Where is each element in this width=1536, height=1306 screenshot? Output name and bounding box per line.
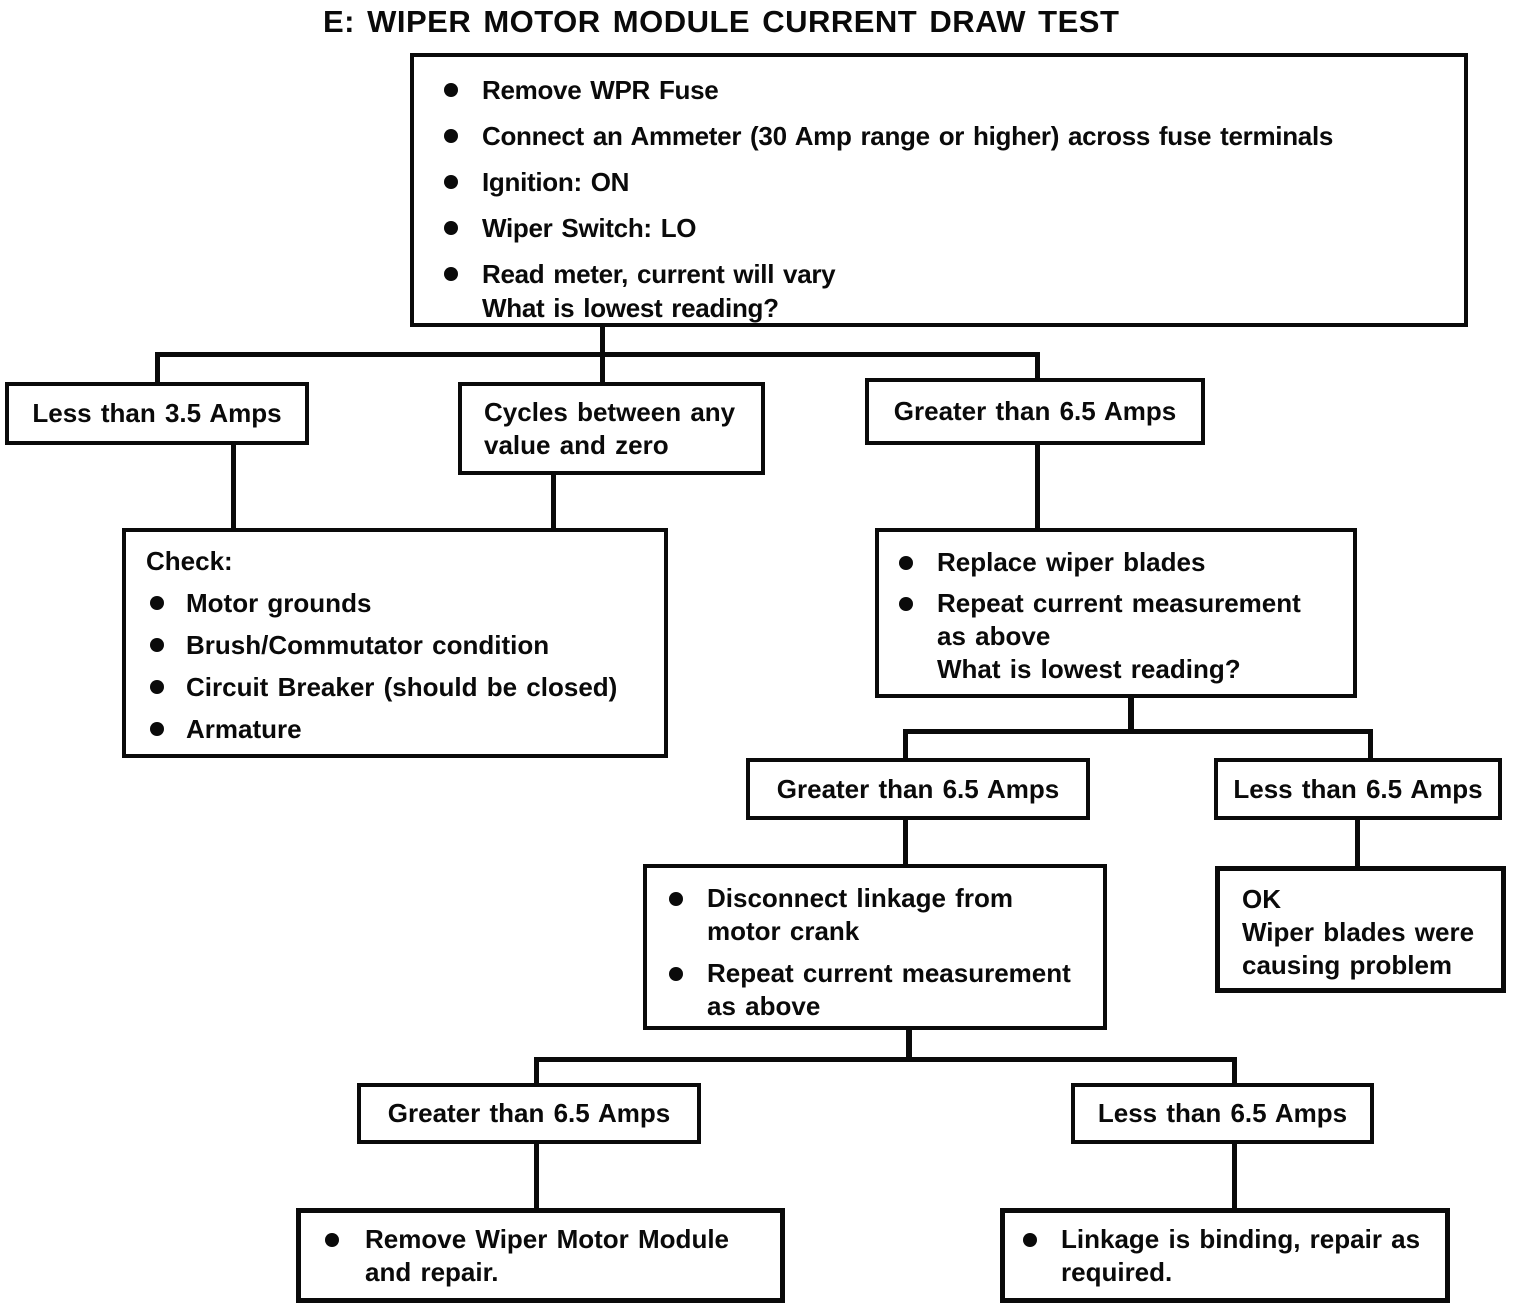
node-linkage-binding: Linkage is binding, repair as required. bbox=[1000, 1208, 1450, 1303]
connector-branch3-horizontal bbox=[534, 1057, 1237, 1062]
step-text: Ignition: ON bbox=[482, 167, 630, 197]
label-text: Greater than 6.5 Amps bbox=[893, 396, 1177, 427]
bullet-icon bbox=[444, 175, 458, 189]
step-text: Armature bbox=[186, 714, 302, 744]
connector-greater2-to-disconnect bbox=[903, 818, 908, 866]
connector-branch1-horizontal bbox=[155, 352, 1040, 357]
step-row: Repeat current measurement as above What… bbox=[899, 587, 1347, 686]
label-text: Greater than 6.5 Amps bbox=[387, 1098, 671, 1129]
step-row: Circuit Breaker (should be closed) bbox=[146, 670, 656, 704]
step-row: Replace wiper blades bbox=[899, 546, 1347, 579]
page-title: E: WIPER MOTOR MODULE CURRENT DRAW TEST bbox=[323, 4, 1120, 39]
node-disconnect-linkage: Disconnect linkage from motor crank Repe… bbox=[643, 864, 1107, 1030]
node-greater-than-6-5-amps-3: Greater than 6.5 Amps bbox=[357, 1083, 701, 1144]
bullet-icon bbox=[150, 722, 164, 736]
connector-cycles-to-check bbox=[551, 473, 556, 530]
bullet-icon bbox=[444, 129, 458, 143]
node-less-than-6-5-amps-2: Less than 6.5 Amps bbox=[1071, 1083, 1374, 1144]
step-row: Repeat current measurement as above bbox=[669, 957, 1097, 1023]
step-question: What is lowest reading? bbox=[937, 654, 1241, 684]
label-text: Less than 6.5 Amps bbox=[1097, 1098, 1348, 1129]
node-less-than-3-5-amps: Less than 3.5 Amps bbox=[5, 382, 309, 445]
bullet-icon bbox=[1023, 1233, 1037, 1247]
check-heading: Check: bbox=[146, 546, 233, 576]
step-row: Remove WPR Fuse bbox=[444, 73, 1454, 107]
step-text: Disconnect linkage from bbox=[707, 883, 1013, 913]
step-text: Brush/Commutator condition bbox=[186, 630, 550, 660]
step-row: Brush/Commutator condition bbox=[146, 628, 656, 662]
step-row: Connect an Ammeter (30 Amp range or high… bbox=[444, 119, 1454, 153]
step-row: Disconnect linkage from motor crank bbox=[669, 882, 1097, 948]
connector-greater3-to-remove bbox=[534, 1142, 539, 1210]
connector-branch2-horizontal bbox=[903, 729, 1373, 734]
connector-less2-to-linkage bbox=[1232, 1142, 1237, 1210]
step-text: Connect an Ammeter (30 Amp range or high… bbox=[482, 121, 1334, 151]
label-text: Cycles between any value and zero bbox=[484, 397, 736, 460]
node-greater-than-6-5-amps-2: Greater than 6.5 Amps bbox=[746, 758, 1090, 820]
connector-less35-to-check bbox=[231, 443, 236, 530]
step-row: Remove Wiper Motor Module and repair. bbox=[325, 1223, 774, 1289]
step-text: Repeat current measurement bbox=[707, 958, 1071, 988]
result-text: Remove Wiper Motor Module bbox=[365, 1224, 730, 1254]
label-text: Greater than 6.5 Amps bbox=[776, 773, 1060, 804]
step-text: Motor grounds bbox=[186, 588, 372, 618]
bullet-icon bbox=[444, 221, 458, 235]
connector-branch1-right-drop bbox=[1035, 352, 1040, 380]
node-replace-wiper-blades: Replace wiper blades Repeat current meas… bbox=[875, 528, 1357, 698]
bullet-icon bbox=[444, 83, 458, 97]
connector-replace-stem bbox=[1128, 696, 1134, 732]
connector-branch2-left-drop bbox=[903, 729, 908, 760]
step-text: Replace wiper blades bbox=[937, 547, 1206, 577]
node-ok-result: OK Wiper blades were causing problem bbox=[1215, 866, 1506, 993]
result-text: causing problem bbox=[1242, 950, 1453, 980]
node-remove-wiper-motor-module: Remove Wiper Motor Module and repair. bbox=[296, 1208, 785, 1303]
node-start-instructions: Remove WPR Fuse Connect an Ammeter (30 A… bbox=[410, 53, 1468, 327]
result-text: Wiper blades were bbox=[1242, 917, 1475, 947]
step-text: Remove WPR Fuse bbox=[482, 75, 719, 105]
node-greater-than-6-5-amps-1: Greater than 6.5 Amps bbox=[865, 378, 1205, 445]
step-row: Linkage is binding, repair as required. bbox=[1023, 1223, 1439, 1289]
connector-branch3-left-drop bbox=[534, 1057, 539, 1085]
step-row: Ignition: ON bbox=[444, 165, 1454, 199]
step-text: Circuit Breaker (should be closed) bbox=[186, 672, 618, 702]
step-text: Repeat current measurement bbox=[937, 588, 1301, 618]
bullet-icon bbox=[669, 892, 683, 906]
connector-disconnect-stem bbox=[906, 1028, 912, 1060]
step-text: as above bbox=[707, 991, 821, 1021]
bullet-icon bbox=[325, 1233, 339, 1247]
bullet-icon bbox=[150, 596, 164, 610]
step-text: as above bbox=[937, 621, 1051, 651]
node-less-than-6-5-amps-1: Less than 6.5 Amps bbox=[1214, 758, 1502, 820]
label-text: Less than 6.5 Amps bbox=[1233, 773, 1483, 804]
step-text: motor crank bbox=[707, 916, 860, 946]
step-question: What is lowest reading? bbox=[482, 293, 779, 323]
bullet-icon bbox=[899, 556, 913, 570]
connector-less1-to-ok bbox=[1355, 818, 1360, 868]
result-text: OK bbox=[1242, 884, 1281, 914]
node-check-list: Check: Motor grounds Brush/Commutator co… bbox=[122, 528, 668, 758]
connector-branch3-right-drop bbox=[1232, 1057, 1237, 1085]
label-text: Less than 3.5 Amps bbox=[32, 398, 282, 429]
step-row: Motor grounds bbox=[146, 586, 656, 620]
result-text: required. bbox=[1061, 1257, 1173, 1287]
result-text: Linkage is binding, repair as bbox=[1061, 1224, 1421, 1254]
step-row: Armature bbox=[146, 712, 656, 746]
step-text: Read meter, current will vary bbox=[482, 259, 836, 289]
step-text: Wiper Switch: LO bbox=[482, 213, 697, 243]
result-text: and repair. bbox=[365, 1257, 499, 1287]
connector-branch2-right-drop bbox=[1368, 729, 1373, 760]
step-row: Wiper Switch: LO bbox=[444, 211, 1454, 245]
bullet-icon bbox=[444, 267, 458, 281]
bullet-icon bbox=[669, 967, 683, 981]
step-row: Read meter, current will vary What is lo… bbox=[444, 257, 1454, 325]
connector-branch1-left-drop bbox=[155, 352, 160, 384]
node-cycles-between: Cycles between any value and zero bbox=[458, 382, 765, 475]
bullet-icon bbox=[150, 680, 164, 694]
bullet-icon bbox=[150, 638, 164, 652]
bullet-icon bbox=[899, 597, 913, 611]
connector-greater1-to-replace bbox=[1035, 443, 1040, 530]
